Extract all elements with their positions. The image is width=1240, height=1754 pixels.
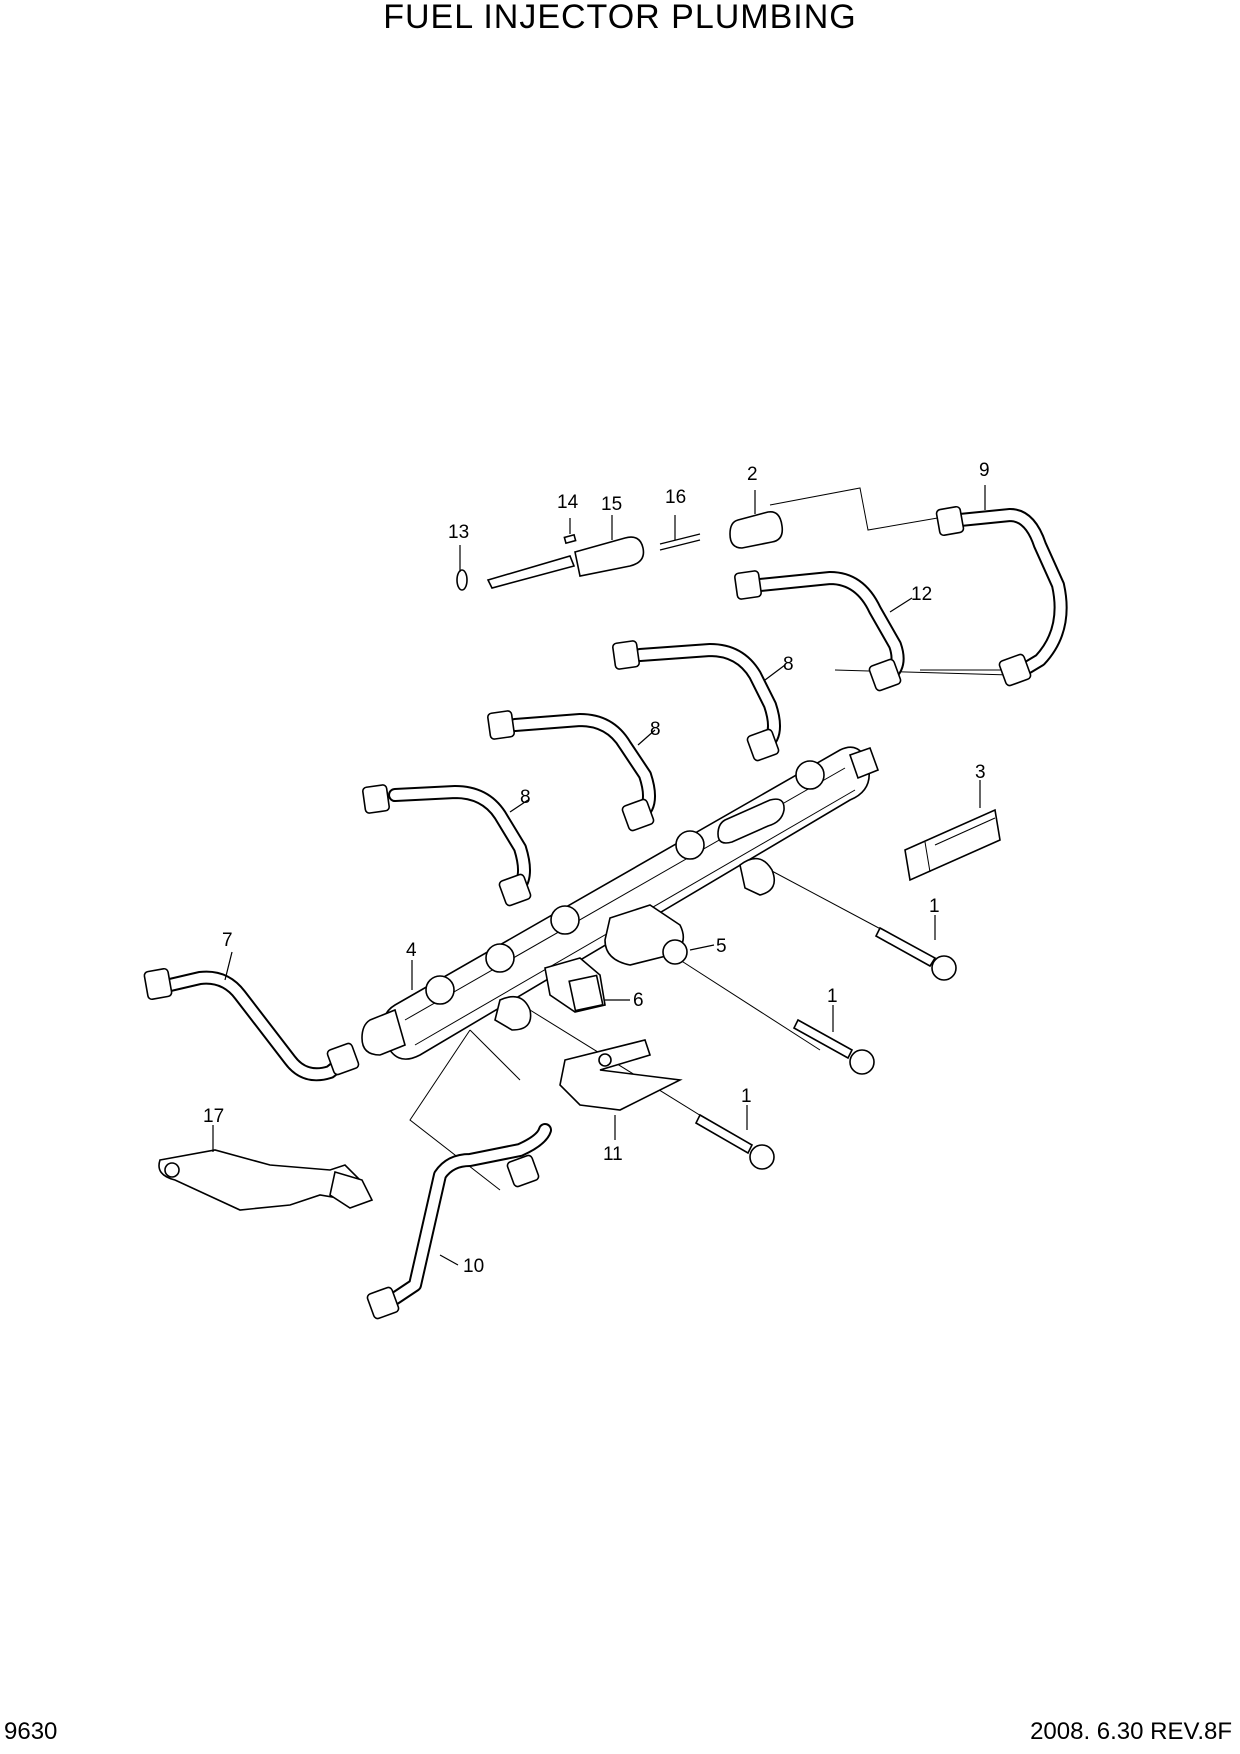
bolt-b [792, 1018, 854, 1060]
rail-mount-lug-a [739, 857, 776, 896]
revision-date: 2008. 6.30 REV.8F [1030, 1718, 1232, 1745]
callout-10: 10 [463, 1256, 484, 1277]
callout-4: 4 [406, 940, 417, 961]
o-ring-part-13 [456, 569, 468, 591]
valve-body-part-15 [574, 536, 645, 577]
callout-1-upper: 1 [929, 896, 940, 917]
bolt-c [694, 1113, 754, 1155]
callout-17: 17 [203, 1106, 224, 1127]
page-code: 9630 [4, 1718, 58, 1745]
clip-part-14 [563, 533, 577, 545]
callout-12: 12 [911, 584, 932, 605]
callout-5: 5 [716, 936, 727, 957]
page-title: FUEL INJECTOR PLUMBING [383, 0, 857, 36]
plug-part-2 [729, 510, 784, 549]
bolt-a [874, 926, 937, 968]
callout-14: 14 [557, 492, 579, 513]
callout-9: 9 [979, 460, 990, 481]
injector-lines [143, 505, 1068, 1320]
callout-1-lower: 1 [741, 1086, 752, 1107]
callout-1-middle: 1 [827, 986, 838, 1007]
callout-numbers: 13 14 15 16 2 9 12 8 8 8 3 4 5 6 7 1 1 1… [203, 460, 990, 1277]
leader-lines [212, 485, 986, 1266]
pressure-limiter-parts [456, 510, 784, 591]
callout-3: 3 [975, 762, 986, 783]
callout-2: 2 [747, 464, 758, 485]
pin-part-16 [659, 533, 701, 545]
rail-inlet-fitting [361, 1008, 406, 1056]
bracket-part-17 [158, 1149, 374, 1211]
callout-11: 11 [603, 1144, 623, 1165]
fuel-rail-part-4 [361, 746, 880, 1060]
callout-13: 13 [448, 522, 469, 543]
bolts-part-1 [694, 926, 957, 1170]
rail-end-fitting [848, 746, 880, 780]
callout-16: 16 [665, 487, 686, 508]
callout-15: 15 [601, 494, 622, 515]
callout-8-top: 8 [783, 654, 794, 675]
valve-stem [486, 555, 576, 589]
callout-8-middle: 8 [650, 719, 661, 740]
rail-accessories [544, 904, 688, 1013]
rail-window [717, 798, 785, 844]
rail-mount-lug-b [494, 995, 532, 1031]
bracket-part-11 [559, 1039, 683, 1111]
callout-8-bottom: 8 [520, 787, 531, 808]
callout-7: 7 [222, 930, 233, 951]
callout-6: 6 [633, 990, 644, 1011]
label-part-3 [904, 808, 1001, 882]
